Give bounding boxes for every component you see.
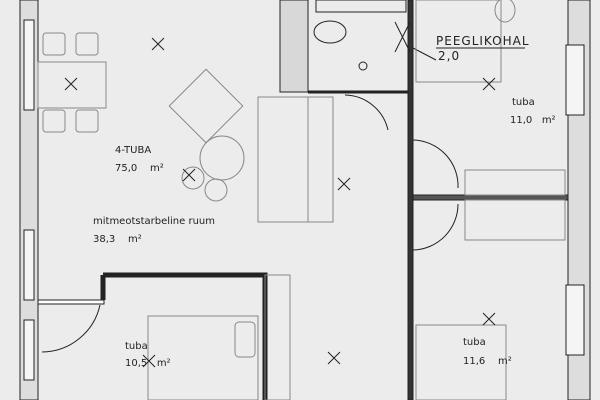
room-sw-area-unit: m² (156, 358, 171, 369)
room-ne-label: tuba (512, 97, 535, 108)
room-ne-area-unit: m² (541, 115, 556, 126)
lamp-icon (358, 61, 368, 71)
living-area-unit: m² (127, 234, 142, 245)
room-ne-area-value: 11,0 (510, 115, 533, 126)
room-se-area-value: 11,6 (463, 356, 486, 367)
right-divider-wall (412, 194, 569, 201)
living-label: mitmeotstarbeline ruum (93, 216, 215, 227)
toilet-icon (313, 20, 347, 44)
apartment-area-value: 75,0 (115, 163, 138, 174)
apartment-area-unit: m² (149, 163, 164, 174)
right-wall (565, 0, 591, 400)
mirror-label: PEEGLIKOHAL (436, 34, 530, 48)
center-wall (407, 0, 414, 400)
apartment-area: 75,0 m² (115, 163, 164, 175)
room-se-area: 11,6 m² (463, 356, 512, 368)
room-sw-area-value: 10,5 (125, 358, 148, 369)
living-area-value: 38,3 (93, 234, 116, 245)
mirror-value: 2,0 (438, 49, 461, 63)
bathroom (279, 0, 437, 131)
ceiling-light-markers (64, 37, 496, 368)
room-sw-area: 10,5 m² (125, 358, 171, 370)
room-ne-area: 11,0 m² (510, 115, 556, 127)
left-wall (19, 0, 39, 400)
furniture (37, 0, 566, 400)
room-se-label: tuba (463, 337, 486, 348)
living-area: 38,3 m² (93, 234, 142, 246)
room-se-area-unit: m² (497, 356, 512, 367)
room-sw-label: tuba (125, 341, 148, 352)
apartment-label: 4-TUBA (115, 145, 152, 156)
bedroom-wall (100, 272, 268, 400)
